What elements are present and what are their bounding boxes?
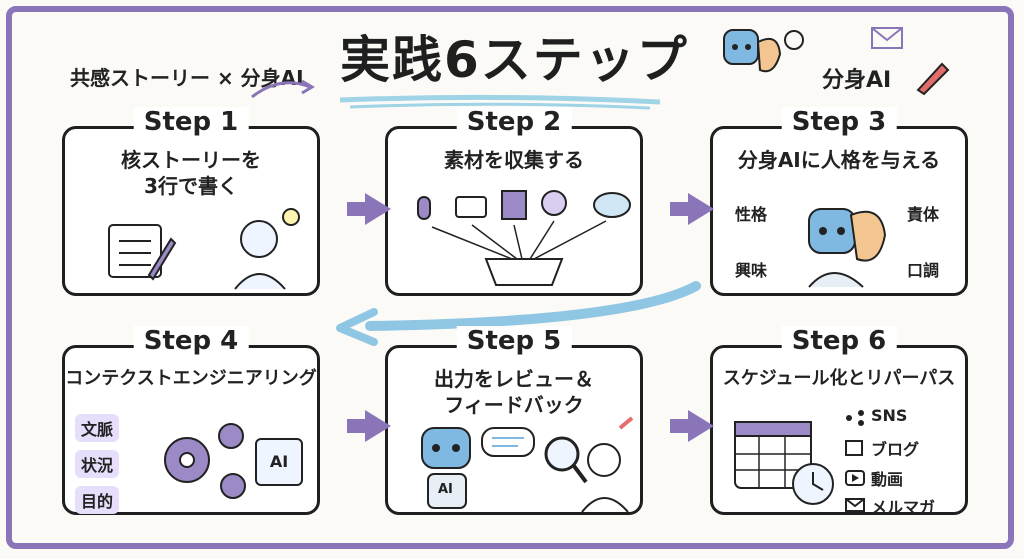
step-2-card: Step 2 素材を収集する (385, 107, 643, 296)
arrow-step1-to-step2 (347, 193, 391, 225)
channel-sns: SNS (871, 406, 908, 425)
step-1-card: Step 1 核ストーリーを 3行で書く (62, 107, 320, 296)
ai-robot-icon (421, 427, 471, 509)
channel-newsletter: メルマガ (871, 498, 936, 517)
context-label: 文脈 (75, 414, 120, 442)
page-title: 実践6ステップ (340, 31, 689, 89)
ai-chip: AI (255, 438, 303, 486)
pen-icon (916, 62, 950, 96)
trait-body-label: 責体 (907, 205, 940, 224)
step-2-title: 素材を収集する (444, 148, 584, 172)
gears-icon (164, 423, 246, 499)
trait-interest-label: 興味 (735, 261, 768, 280)
step-1-title: 核ストーリーを 3行で書く (121, 148, 261, 198)
step-6-title: スケジュール化とリパーパス (722, 368, 956, 389)
speech-bubble-icon (481, 427, 535, 457)
step-3-title: 分身AIに人格を与える (737, 148, 941, 172)
step-5-label: Step 5 (456, 326, 572, 356)
blog-icon (845, 440, 863, 456)
subtitle-left: 共感ストーリー × 分身AI (70, 66, 304, 90)
subtitle-right: 分身AI (822, 68, 892, 93)
robot-with-mask-icon (808, 208, 887, 288)
step-2-label: Step 2 (456, 107, 572, 137)
purpose-label: 目的 (75, 486, 120, 514)
trait-tone-label: 口調 (907, 261, 940, 280)
situation-label: 状況 (75, 450, 120, 478)
mail-icon (845, 498, 865, 512)
trait-personality-label: 性格 (735, 205, 768, 224)
step-5-title: 出力をレビュー＆ フィードバック (434, 367, 594, 417)
envelope-icon (871, 27, 903, 49)
thinking-person-icon (234, 208, 300, 290)
arrow-step4-to-step5 (347, 410, 391, 442)
calendar-clock-icon (734, 421, 834, 505)
title-underline (339, 94, 661, 110)
materials-to-basket-icon (417, 190, 631, 286)
step-1-label: Step 1 (133, 107, 249, 137)
outer-frame (6, 6, 1014, 549)
step-6-card: Step 6 スケジュール化とリパーパス SNS ブログ 動画 (710, 326, 968, 517)
robot-mask-icon (723, 29, 804, 73)
step-3-card: Step 3 分身AIに人格を与える 性格 責体 興味 口調 (710, 107, 968, 296)
arrow-step5-to-step6 (670, 410, 714, 442)
step-4-label: Step 4 (133, 326, 249, 356)
step-5-card: Step 5 出力をレビュー＆ フィードバック AI (385, 326, 643, 515)
channel-blog: ブログ (871, 440, 920, 459)
arrow-step2-to-step3 (670, 193, 714, 225)
channel-video: 動画 (871, 470, 904, 489)
step-4-card: Step 4 コンテクストエンジニアリング 文脈 状況 目的 AI (62, 326, 320, 515)
step-3-label: Step 3 (781, 107, 897, 137)
reviewer-magnifier-icon (544, 416, 634, 513)
step-4-title: コンテクストエンジニアリング (65, 368, 317, 389)
video-icon (845, 470, 865, 486)
curved-arrow-icon (336, 281, 701, 346)
notepad-icon (108, 224, 177, 281)
robot-ai-label: AI (438, 482, 453, 497)
step-6-label: Step 6 (781, 326, 897, 356)
swoosh-arrow-icon (251, 79, 315, 99)
share-icon (846, 410, 864, 426)
